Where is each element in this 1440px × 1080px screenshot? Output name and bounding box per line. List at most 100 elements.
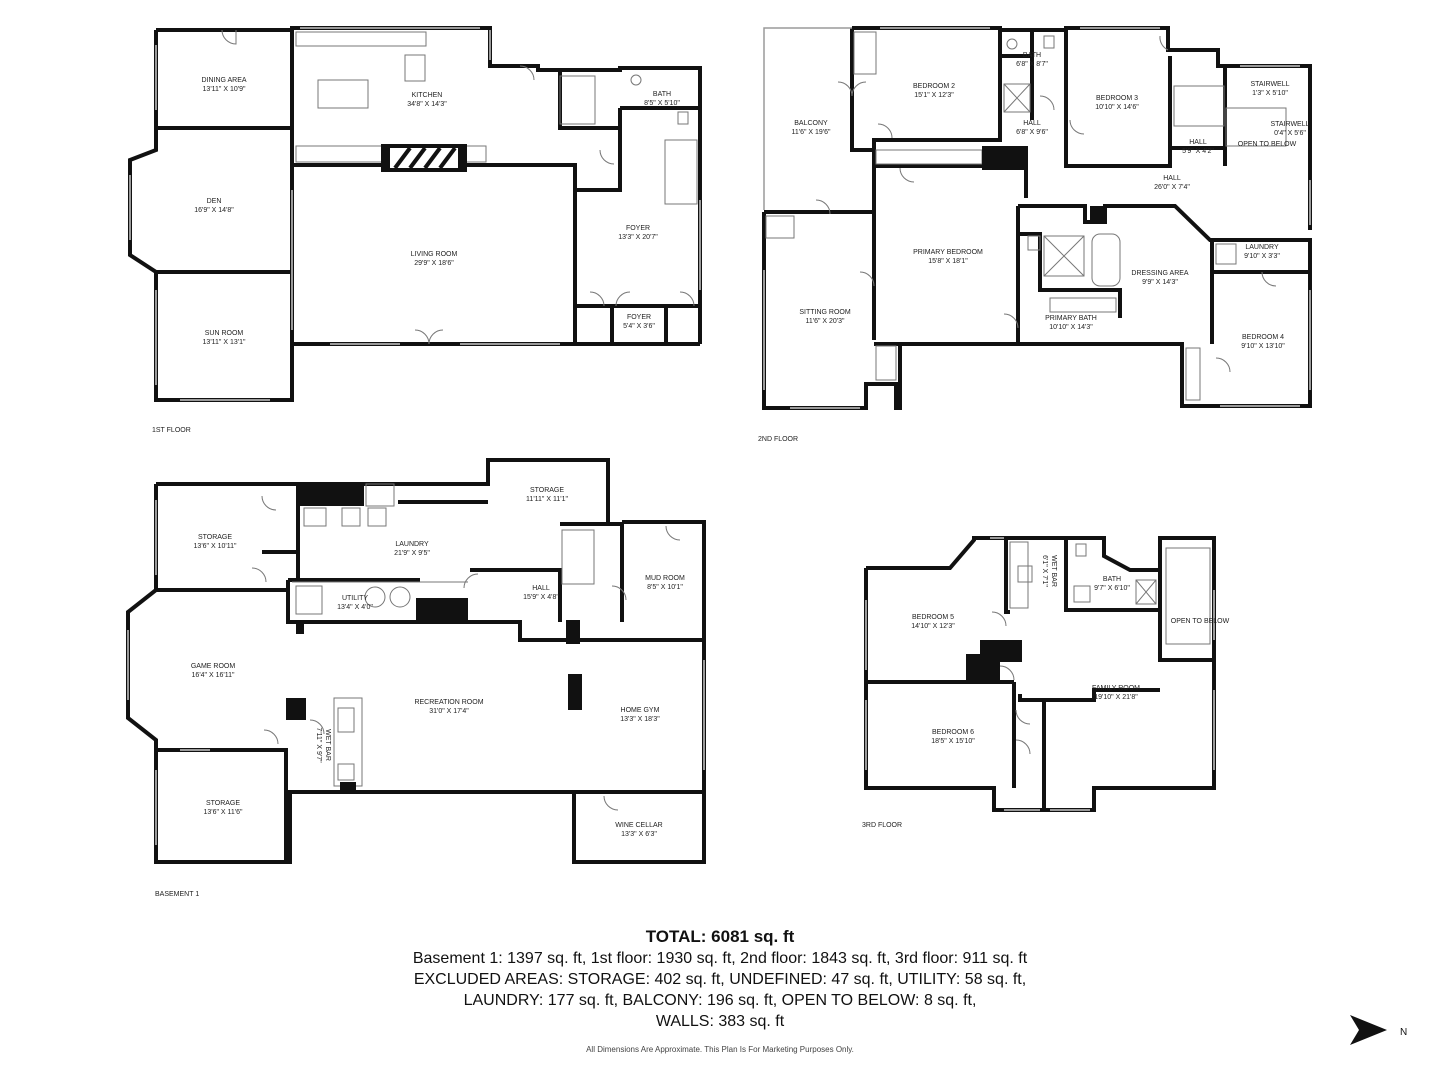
first-floor-label: 1ST FLOOR [152, 427, 191, 434]
wet-bar-sink [1017, 565, 1033, 583]
shower-icon [1135, 579, 1157, 605]
sink-icon [630, 74, 642, 86]
bedroom6-name: BEDROOM 6 [932, 729, 974, 736]
first-floor-fireplace [381, 144, 467, 172]
open-below-3rd: OPEN TO BELOW [1171, 618, 1230, 625]
basement-solid [286, 484, 582, 790]
bedroom2-dim: 15'1" X 12'3" [914, 92, 954, 99]
foyer-dim: 13'3" X 20'7" [618, 234, 658, 241]
shower-icon [1043, 235, 1085, 277]
kitchen-dim: 34'8" X 14'3" [407, 101, 447, 108]
washer-icon [1215, 243, 1237, 265]
excluded-areas-3: WALLS: 383 sq. ft [655, 1013, 785, 1030]
chimney-icon [982, 146, 1028, 170]
stairwell2-dim: 0'4" X 5'6" [1274, 130, 1306, 137]
bedroom2-name: BEDROOM 2 [913, 83, 955, 90]
primary-bath-dim: 10'10" X 14'3" [1049, 324, 1093, 331]
excluded-areas-1: EXCLUDED AREAS: STORAGE: 402 sq. ft, UND… [413, 971, 1027, 988]
refrigerator-icon [404, 54, 426, 82]
second-floor-plan: BALCONY 11'6" X 19'6" BEDROOM 2 15'1" X … [758, 26, 1312, 443]
den-dim: 16'9" X 14'8" [194, 207, 234, 214]
gym-name: HOME GYM [621, 707, 660, 714]
hall-small-name: HALL [1023, 120, 1041, 127]
utility-dim: 13'4" X 4'0" [337, 604, 373, 611]
closet-icon [1185, 347, 1201, 401]
gym-dim: 13'3" X 18'3" [620, 716, 660, 723]
dressing-dim: 9'9" X 14'3" [1142, 279, 1178, 286]
foyer2-name: FOYER [627, 314, 651, 321]
dressing-name: DRESSING AREA [1131, 270, 1189, 277]
north-arrow-icon: N [1350, 1015, 1407, 1045]
stairwell1-name: STAIRWELL [1250, 81, 1289, 88]
sink-icon [303, 507, 327, 527]
bedroom5-dim: 14'10" X 12'3" [911, 623, 955, 630]
third-floor-windows [865, 537, 1215, 811]
compass-label: N [1400, 1027, 1407, 1038]
basement-windows [127, 500, 705, 845]
first-floor-windows [129, 27, 701, 401]
bedroom6-dim: 18'5" X 15'10" [931, 738, 975, 745]
toilet-icon [677, 111, 689, 125]
hall-b-dim: 15'9" X 4'8" [523, 594, 559, 601]
bedroom3-name: BEDROOM 3 [1096, 95, 1138, 102]
stairwell1-dim: 1'3" X 5'10" [1252, 90, 1288, 97]
second-floor-solid [982, 146, 1104, 222]
first-floor-plan: DINING AREA 13'11" X 10'9" KITCHEN 34'8"… [128, 26, 702, 434]
hall-main-dim: 26'0" X 7'4" [1154, 184, 1190, 191]
stairwell2-name: STAIRWELL [1270, 121, 1309, 128]
primary-bed-dim: 15'8" X 18'1" [928, 258, 968, 265]
recreation-name: RECREATION ROOM [414, 699, 483, 706]
utility-tank-icon [364, 586, 386, 608]
living-name: LIVING ROOM [411, 251, 458, 258]
game-dim: 16'4" X 16'11" [192, 672, 235, 679]
utility-name: UTILITY [342, 595, 368, 602]
hall-b-name: HALL [532, 585, 550, 592]
basement-fixtures [292, 483, 595, 787]
kitchen-name: KITCHEN [412, 92, 443, 99]
stairs-icon [1225, 107, 1287, 147]
closet-icon [765, 215, 795, 239]
wine-dim: 13'3" X 6'3" [621, 831, 657, 838]
area-summary: TOTAL: 6081 sq. ft Basement 1: 1397 sq. … [0, 926, 1440, 1032]
foyer2-dim: 5'4" X 3'6" [623, 323, 655, 330]
laundry2-name: LAUNDRY [1245, 244, 1279, 251]
stairs-icon [561, 529, 595, 585]
second-floor-walls [762, 26, 1312, 410]
open-below-2nd: OPEN TO BELOW [1238, 141, 1297, 148]
balcony-dim: 11'6" X 19'6" [791, 129, 831, 136]
den-name: DEN [207, 198, 222, 205]
wetbar-3-label: WET BAR 6'1" X 7'1" [1041, 555, 1057, 587]
wetbar-b-dim: 7'11" X 9'7" [315, 727, 322, 763]
wet-bar-sink [337, 707, 355, 733]
utility-tank-icon [389, 586, 411, 608]
bedroom4-dim: 9'10" X 13'10" [1241, 343, 1285, 350]
toilet-icon [1075, 543, 1087, 557]
bath3-dim: 9'7" X 6'10" [1094, 585, 1130, 592]
sunroom-dim: 13'11" X 13'1" [203, 339, 246, 346]
wet-bar-counter [1009, 541, 1029, 609]
floor-areas: Basement 1: 1397 sq. ft, 1st floor: 1930… [412, 950, 1028, 967]
sink-icon [1073, 585, 1091, 603]
laundry-b-dim: 21'9" X 9'5" [394, 550, 430, 557]
game-name: GAME ROOM [191, 663, 236, 670]
bath1-dim: 8'5" X 5'10" [644, 100, 680, 107]
hall-tiny-dim: 5'9" X 4'2" [1182, 148, 1214, 155]
first-floor-fixtures [295, 31, 698, 205]
wetbar-b-name: WET BAR [324, 729, 331, 761]
first-floor-doors [221, 29, 695, 345]
third-floor-fixtures [1009, 541, 1211, 645]
bath3-name: BATH [1103, 576, 1121, 583]
wetbar-3-dim: 6'1" X 7'1" [1041, 555, 1048, 587]
excluded-areas-2: LAUNDRY: 177 sq. ft, BALCONY: 196 sq. ft… [463, 992, 977, 1009]
kitchen-island [317, 79, 369, 109]
toilet-icon [1027, 235, 1041, 251]
foyer-name: FOYER [626, 225, 650, 232]
laundry2-dim: 9'10" X 3'3" [1244, 253, 1280, 260]
mudroom-name: MUD ROOM [645, 575, 685, 582]
stairs-icon [1173, 85, 1225, 127]
dryer-icon [367, 507, 387, 527]
stairs-icon [1165, 547, 1211, 645]
vanity-icon [1049, 297, 1117, 313]
third-floor-walls [864, 536, 1216, 812]
